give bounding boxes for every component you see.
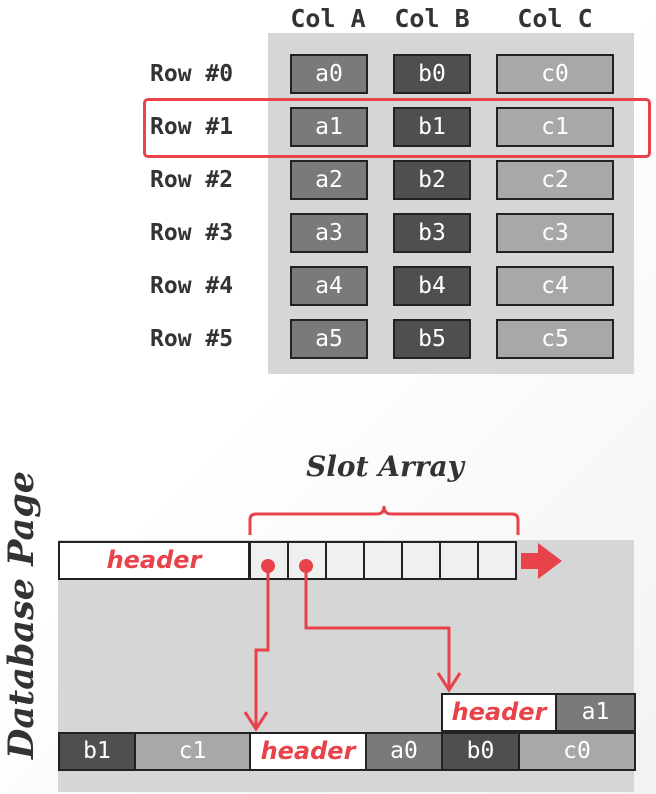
tuple-0-a0: a0 [365,732,443,771]
cell-c5: c5 [496,319,614,359]
tuple-0-b0: b0 [441,732,520,771]
page-header: header [58,541,250,580]
cell-c4: c4 [496,266,614,306]
tuple-1-header: header [441,693,557,732]
cell-c1: c1 [496,107,614,147]
row-label-3: Row #3 [150,220,234,246]
slot-array-brace [248,505,520,535]
row-label-0: Row #0 [150,61,234,87]
slot-0-arrowhead [243,711,269,732]
tuple-1-b1: b1 [58,732,136,771]
cell-a3: a3 [290,213,368,253]
tuple-1-a1: a1 [555,693,636,732]
cell-a4: a4 [290,266,368,306]
row-label-4: Row #4 [150,273,234,299]
slot-6 [477,541,517,580]
slot-1-arrowhead [436,672,462,693]
tuple-0-c0: c0 [518,732,636,771]
cell-a0: a0 [290,54,368,94]
cell-b3: b3 [393,213,471,253]
slot-array-growth-arrow [521,543,562,579]
cell-a2: a2 [290,160,368,200]
cell-b1: b1 [393,107,471,147]
cell-b5: b5 [393,319,471,359]
slot-array-label: Slot Array [306,450,464,483]
slot-2 [325,541,365,580]
slot-0-pointer-line [254,566,270,728]
col-header-b: Col B [394,4,470,33]
cell-c0: c0 [496,54,614,94]
cell-b0: b0 [393,54,471,94]
col-header-c: Col C [517,4,593,33]
slot-1-pointer-line [304,566,451,689]
cell-a5: a5 [290,319,368,359]
cell-c2: c2 [496,160,614,200]
cell-a1: a1 [290,107,368,147]
row-label-1: Row #1 [150,114,234,140]
row-label-5: Row #5 [150,326,234,352]
row-1-highlight [143,98,651,158]
cell-b2: b2 [393,160,471,200]
cell-b4: b4 [393,266,471,306]
tuple-0-header: header [249,732,367,771]
slot-3 [363,541,403,580]
col-header-a: Col A [290,4,366,33]
row-label-2: Row #2 [150,167,234,193]
cell-c3: c3 [496,213,614,253]
